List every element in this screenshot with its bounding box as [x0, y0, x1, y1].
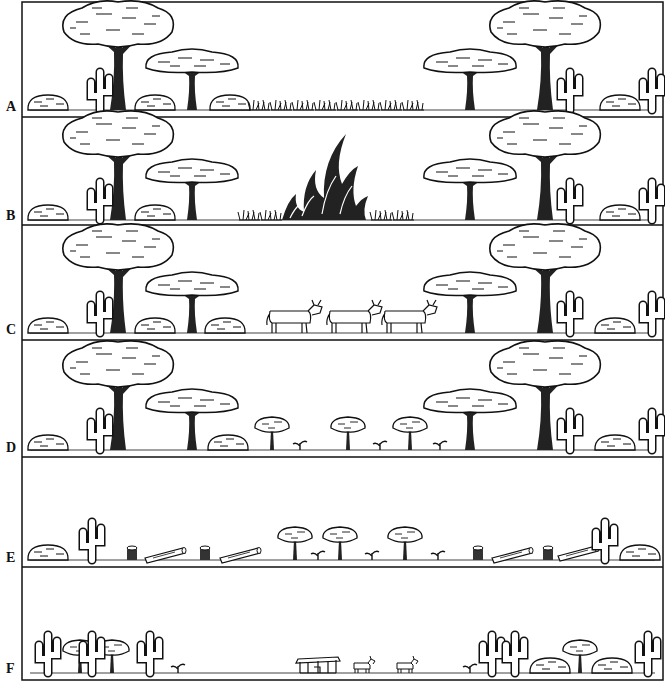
- panel-letter: C: [6, 323, 16, 337]
- panel-letter: F: [6, 662, 15, 676]
- panel-letter: A: [6, 100, 16, 114]
- panel-letter: D: [6, 441, 16, 455]
- panel-b: [28, 111, 661, 220]
- panel-c: [28, 224, 661, 333]
- panel-f: [30, 635, 657, 673]
- panel-letter: E: [6, 551, 15, 565]
- panel-e: [28, 522, 660, 563]
- panel-letter: B: [6, 209, 15, 223]
- panel-a: [28, 1, 661, 110]
- panel-d: [28, 341, 661, 450]
